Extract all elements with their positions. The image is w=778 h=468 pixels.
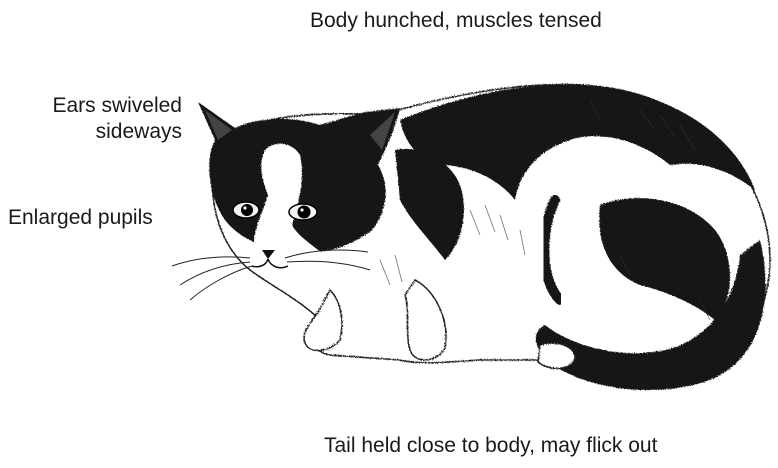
cat-pupil-right: [298, 206, 311, 219]
label-ears-line-2: sideways: [14, 119, 182, 145]
label-ears-line-1: Ears swiveled: [14, 93, 182, 119]
cat-pupil-left: [241, 204, 253, 216]
cat-back-paw: [538, 343, 575, 368]
cat-illustration: [160, 70, 778, 410]
label-ears-swiveled: Ears swiveled sideways: [14, 93, 182, 145]
label-tail-close: Tail held close to body, may flick out: [324, 433, 657, 459]
label-enlarged-pupils: Enlarged pupils: [8, 205, 153, 231]
label-body-hunched: Body hunched, muscles tensed: [310, 8, 602, 34]
